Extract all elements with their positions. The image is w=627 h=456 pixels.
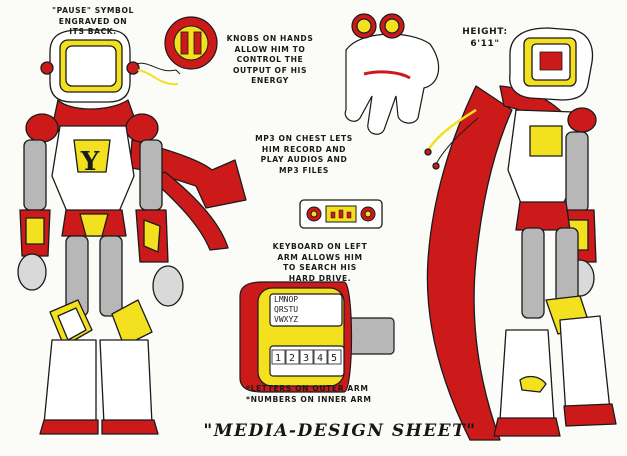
number-key-2: 2 <box>289 353 295 364</box>
pause-symbol-note: "PAUSE" SYMBOL ENGRAVED ON ITS BACK. <box>52 6 134 36</box>
mp3-note: MP3 ON CHEST LETS HIM RECORD AND PLAY AU… <box>255 134 353 175</box>
keyboard-letter-keys: LMNOP QRSTU VWXYZ <box>274 295 298 324</box>
keyboard-row-1: LMNOP <box>274 295 298 304</box>
front-view-figure <box>17 29 247 435</box>
pause-symbol <box>164 16 218 70</box>
number-keys: 1 2 3 4 5 <box>271 349 342 365</box>
mp3-player <box>299 199 383 229</box>
number-key-4: 4 <box>317 353 323 364</box>
side-view-figure <box>424 27 617 441</box>
sheet-title: "MEDIA-DESIGN SHEET" <box>203 421 477 441</box>
chest-letter: Y <box>80 147 100 177</box>
number-key-3: 3 <box>303 353 309 364</box>
arm-letters-numbers-note: *LETTERS ON OUTER ARM *NUMBERS ON INNER … <box>246 384 372 404</box>
number-key-5: 5 <box>331 353 337 364</box>
knobs-note: KNOBS ON HANDS ALLOW HIM TO CONTROL THE … <box>226 34 314 85</box>
hand-knobs-detail <box>344 13 440 135</box>
arm-keyboard-detail <box>239 281 395 393</box>
number-key-1: 1 <box>275 353 281 364</box>
keyboard-row-2: QRSTU <box>274 305 298 314</box>
keyboard-row-3: VWXYZ <box>274 315 298 324</box>
height-note: HEIGHT: 6'11" <box>462 27 508 49</box>
keyboard-note: KEYBOARD ON LEFT ARM ALLOWS HIM TO SEARC… <box>272 242 368 283</box>
